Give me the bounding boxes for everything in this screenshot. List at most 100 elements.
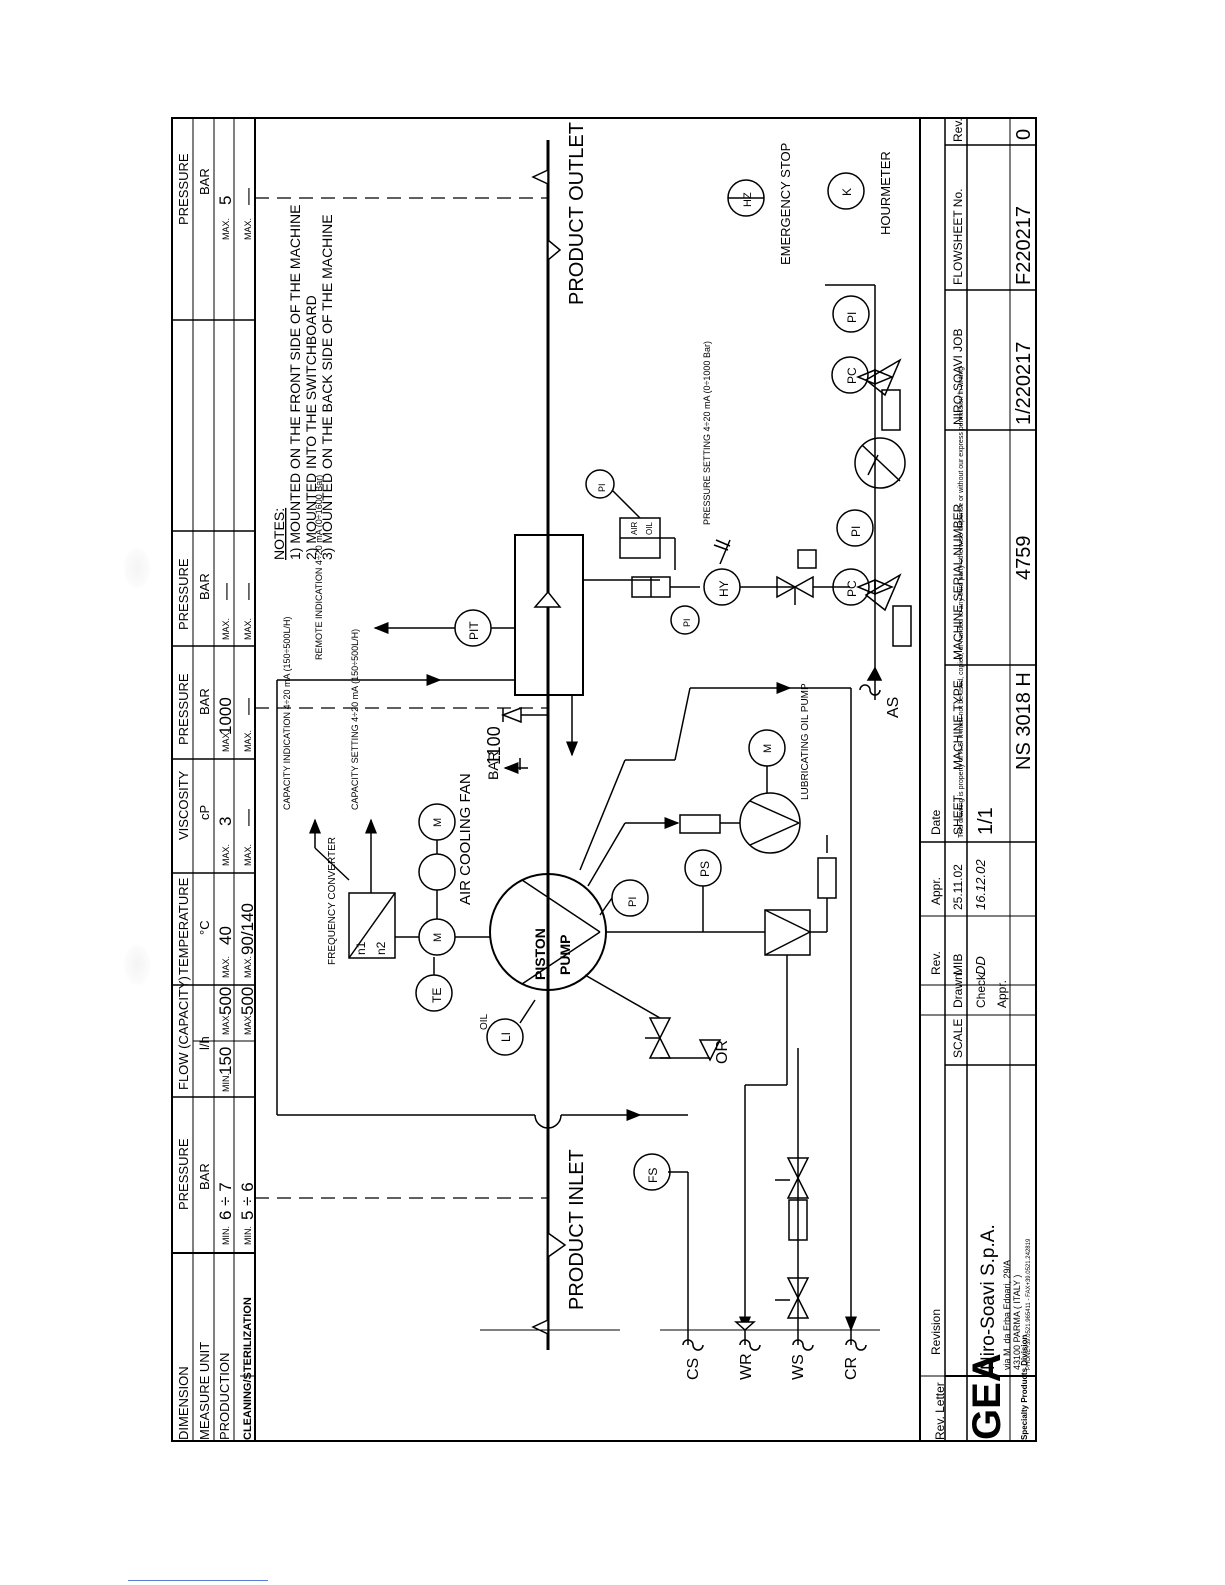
- hdr-measure-unit: MEASURE UNIT: [197, 1342, 212, 1440]
- hdr-production: PRODUCTION: [217, 1353, 232, 1440]
- rev-letter: Rev. Letter: [933, 1382, 947, 1440]
- max-label: MAX.: [243, 730, 253, 752]
- machine-type-label: MACHINE TYPE: [951, 680, 965, 770]
- date-hdr: Date: [929, 809, 943, 835]
- piston-pump-label-2: PUMP: [557, 935, 573, 975]
- k-label: K: [840, 188, 854, 196]
- max-label: MAX.: [221, 1013, 231, 1035]
- flow-clean-max: 500: [238, 987, 257, 1015]
- frequency-converter-label: FREQUENCY CONVERTER: [327, 837, 338, 965]
- motor-label: M: [432, 933, 444, 942]
- pressure-outlet-unit: BAR: [197, 168, 212, 195]
- pressure-inlet-clean: 5 ÷ 6: [238, 1182, 257, 1220]
- gea-logo: GEA: [965, 1353, 1009, 1440]
- hy-label: HY: [717, 580, 731, 597]
- viscosity-prod: 3: [216, 817, 235, 826]
- max-label: MAX.: [221, 618, 231, 640]
- bar-label: BAR: [485, 751, 501, 780]
- product-outlet-label: PRODUCT OUTLET: [566, 122, 588, 305]
- diagram-labels: PRODUCT INLET PRODUCT OUTLET PISTON PUMP…: [271, 122, 902, 1380]
- pressure-aux-prod: —: [216, 583, 235, 600]
- rev-label: Rev.: [951, 118, 965, 142]
- max-label: MAX.: [243, 844, 253, 866]
- cr-label: CR: [843, 1357, 860, 1380]
- oil-label: OIL: [479, 1013, 490, 1030]
- pressure-inlet-prod: 6 ÷ 7: [216, 1182, 235, 1220]
- viscosity-unit: cP: [197, 805, 212, 820]
- process-diagram: [255, 140, 912, 1351]
- appr-label: Appr.: [995, 980, 1009, 1008]
- pressure-hom-title: PRESSURE: [176, 673, 191, 745]
- max-label: MAX.: [221, 218, 231, 240]
- sheet-frame: [171, 117, 1037, 1442]
- oil-small-label: OIL: [645, 522, 654, 535]
- emergency-stop-label: EMERGENCY STOP: [778, 143, 793, 265]
- pc-label-2: PC: [845, 367, 859, 384]
- pressure-aux-title: PRESSURE: [176, 558, 191, 630]
- check-date: 16.12.02: [973, 859, 988, 910]
- air-cooling-fan-label: AIR COOLING FAN: [457, 773, 474, 905]
- scale-label: SCALE: [951, 1019, 965, 1058]
- revision-label: Revision: [929, 1309, 943, 1355]
- hdr-dimension: DIMENSION: [176, 1366, 191, 1440]
- footer-link-rule: [128, 1580, 268, 1581]
- fs-label: FS: [646, 1168, 660, 1183]
- pressure-outlet-clean: —: [238, 188, 257, 205]
- max-label: MAX.: [243, 956, 253, 978]
- serial-value: 4759: [1013, 536, 1035, 581]
- bar-value: 1100: [484, 726, 504, 765]
- product-inlet-label: PRODUCT INLET: [566, 1149, 588, 1310]
- pressure-hom-unit: BAR: [197, 688, 212, 715]
- max-label: MAX.: [221, 844, 231, 866]
- check-by: DD: [973, 956, 988, 975]
- piston-pump-label: PISTON: [532, 928, 548, 980]
- division-label: Specialty Products Division: [1020, 1335, 1029, 1440]
- temperature-clean: 90/140: [238, 903, 257, 955]
- temperature-prod: 40: [216, 926, 235, 945]
- ps-label: PS: [698, 861, 712, 877]
- flow-prod-max: 500: [216, 987, 235, 1015]
- company-name: Niro-Soavi S.p.A.: [978, 1224, 999, 1370]
- drawn-by: MIB: [951, 954, 965, 975]
- punch-hole-bottom: [124, 945, 150, 985]
- flow-prod-min: 150: [216, 1047, 235, 1075]
- viscosity-title: VISCOSITY: [176, 770, 191, 840]
- drawn-date: 25.11.02: [951, 864, 965, 910]
- temperature-title: TEMPERATURE: [176, 877, 191, 975]
- lubricating-pump-label: LUBRICATING OIL PUMP: [800, 683, 811, 800]
- check-label: Check.: [974, 971, 988, 1008]
- li-label: LI: [499, 1032, 513, 1042]
- drawn-label: Drawn.: [951, 970, 965, 1008]
- as-label: AS: [885, 697, 902, 718]
- hdr-cleaning: CLEANING/STERILIZATION: [242, 1297, 254, 1440]
- viscosity-clean: —: [238, 809, 257, 826]
- pi-air-oil-label: PI: [597, 483, 607, 492]
- address-line-3: PHONE+39.0521.965411 - FAX+39.0521.24281…: [1026, 1238, 1032, 1370]
- pressure-outlet-title: PRESSURE: [176, 153, 191, 225]
- pressure-aux-unit: BAR: [197, 573, 212, 600]
- max-label: MAX.: [243, 618, 253, 640]
- appr-hdr: Appr.: [929, 877, 943, 905]
- pi-label-2: PI: [845, 312, 859, 323]
- or-label: OR: [714, 1040, 731, 1064]
- pi-pump-label: PI: [627, 897, 639, 907]
- note-3: 3) MOUNTED ON THE BACK SIDE OF THE MACHI…: [319, 214, 335, 560]
- address-line-2: 43100 PARMA ( ITALY ): [1012, 1275, 1022, 1370]
- min-label: MIN.: [221, 1226, 231, 1245]
- job-label: NIRO-SOAVI JOB: [951, 329, 965, 425]
- min-label: MIN.: [221, 1073, 231, 1092]
- note-1: 1) MOUNTED ON THE FRONT SIDE OF THE MACH…: [287, 205, 303, 560]
- n1-label: n1: [354, 941, 368, 955]
- serial-label: MACHINE SERIAL NUMBER: [951, 503, 965, 660]
- temperature-unit: °C: [197, 920, 212, 935]
- hz-label: HZ: [742, 192, 754, 207]
- punch-hole-top: [124, 548, 150, 588]
- motor-fan-label: M: [432, 818, 444, 827]
- max-label: MAX.: [243, 218, 253, 240]
- sheet-value: 1/1: [975, 807, 997, 835]
- capacity-indication-label: CAPACITY INDICATION 4÷20 mA (150÷500L/H): [282, 617, 292, 810]
- wr-label: WR: [738, 1353, 755, 1380]
- flow-unit: l/h: [197, 1036, 212, 1050]
- pit-label: PIT: [467, 621, 481, 640]
